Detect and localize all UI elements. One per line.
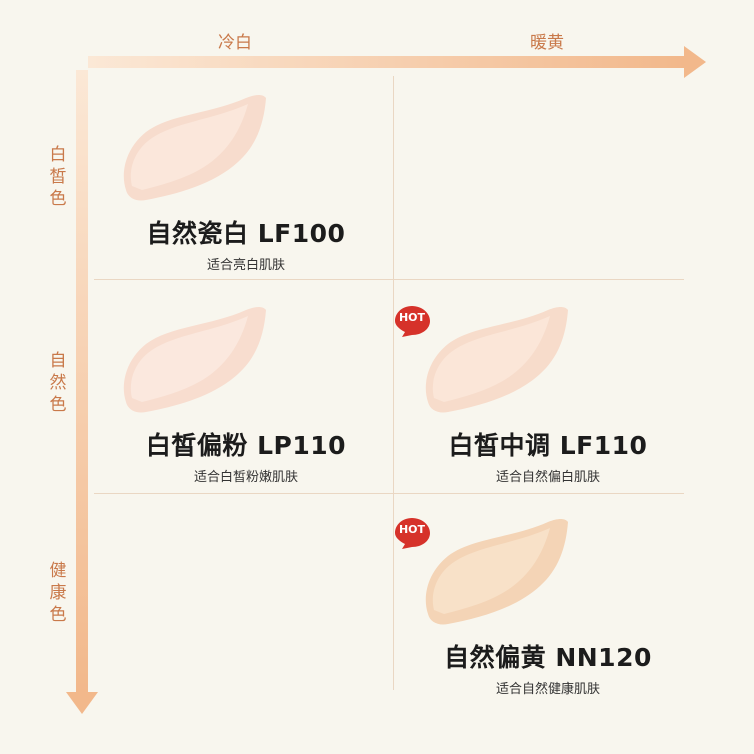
foundation-swatch [425, 307, 568, 413]
grid-divider-vertical [393, 76, 394, 690]
axis-label-warm-yellow: 暖黄 [530, 33, 564, 53]
product-name: 自然瓷白 LF100 [146, 219, 346, 248]
product-name: 白皙偏粉 LP110 [145, 431, 347, 460]
axis-label-healthy: 健康色 [49, 561, 67, 625]
product-description: 适合白皙粉嫩肌肤 [193, 470, 298, 485]
axis-label-fair: 白皙色 [49, 145, 67, 209]
hot-badge-shape [395, 518, 430, 549]
foundation-swatch [425, 519, 568, 625]
grid-divider-horizontal-2 [94, 493, 684, 494]
hot-badge: HOT [394, 516, 434, 550]
foundation-swatch [123, 307, 267, 413]
hot-badge-shape [395, 306, 430, 337]
product-name: 自然偏黄 NN120 [444, 643, 652, 672]
product-card-lp110[interactable]: 白皙偏粉 LP110 适合白皙粉嫩肌肤 [96, 298, 396, 498]
hot-badge-label: HOT [398, 311, 426, 324]
grid-divider-horizontal-1 [94, 279, 684, 280]
hot-badge-label: HOT [398, 523, 426, 536]
product-name: 白皙中调 LF110 [448, 431, 648, 460]
axis-label-cool-white: 冷白 [218, 33, 252, 53]
horizontal-axis-arrow [88, 46, 706, 78]
product-description: 适合亮白肌肤 [206, 258, 285, 273]
hot-badge: HOT [394, 304, 434, 338]
axis-label-natural: 自然色 [49, 351, 67, 415]
product-description: 适合自然健康肌肤 [495, 682, 600, 697]
vertical-axis-arrow [66, 70, 98, 714]
product-card-nn120[interactable]: HOT 自然偏黄 NN120 适合自然健康肌肤 [395, 510, 698, 710]
foundation-swatch [123, 95, 267, 201]
product-description: 适合自然偏白肌肤 [495, 470, 600, 485]
product-card-lf100[interactable]: 自然瓷白 LF100 适合亮白肌肤 [96, 86, 396, 286]
product-card-lf110[interactable]: HOT 白皙中调 LF110 适合自然偏白肌肤 [395, 298, 698, 498]
